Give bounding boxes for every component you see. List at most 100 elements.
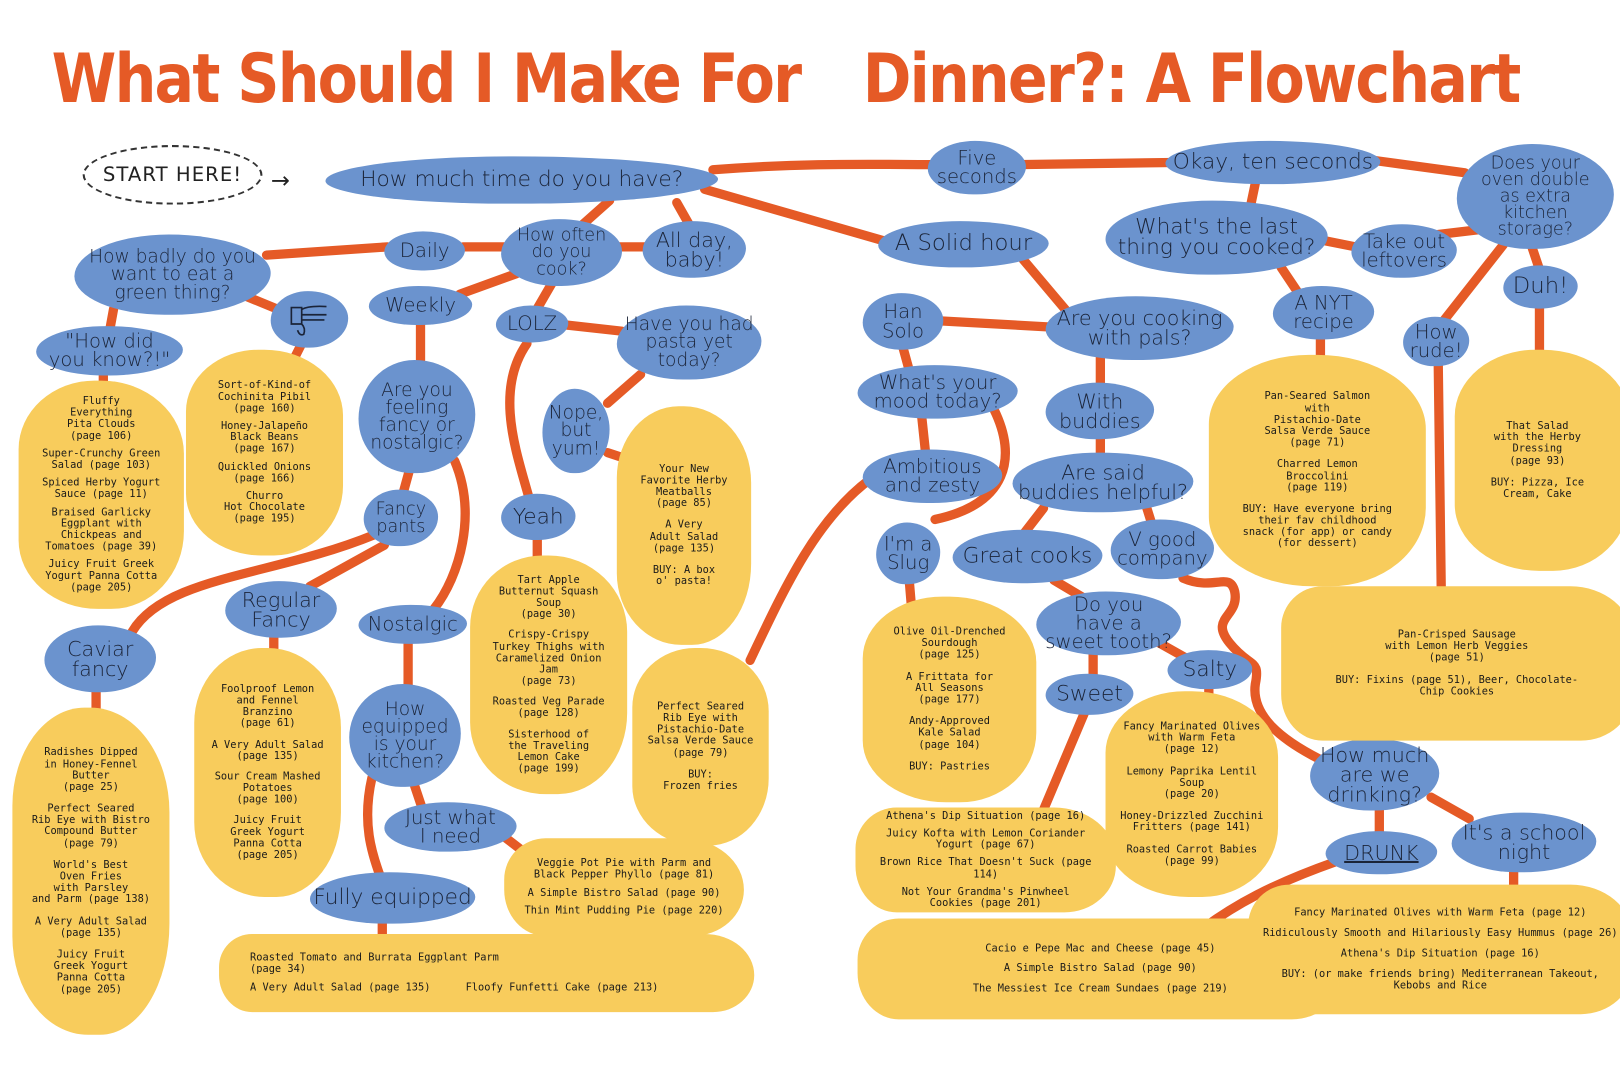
recipe: Thin Mint Pudding Pie (page 220) xyxy=(524,904,724,917)
node-duh: Duh! xyxy=(1503,265,1578,309)
result-regular-fancy: Foolproof Lemon and Fennel Branzino (pag… xyxy=(194,648,341,897)
edge-oven-rude xyxy=(1435,240,1508,330)
result-nyt-recipe: Pan-Seared Salmon with Pistachio-Date Sa… xyxy=(1208,354,1426,587)
edge-vgood-drinking xyxy=(1178,573,1333,768)
recipe: Pan-Seared Salmon with Pistachio-Date Sa… xyxy=(1264,391,1371,449)
recipe: Honey-Jalapeño Black Beans (page 167) xyxy=(220,420,309,456)
node-had-pasta: Have you had pasta yet today? xyxy=(616,305,762,380)
node-lolz: LOLZ xyxy=(495,305,569,343)
recipe: The Messiest Ice Cream Sundaes (page 219… xyxy=(972,982,1228,995)
node-caviar-fancy: Caviar fancy xyxy=(44,625,157,693)
edge-last-takeout xyxy=(1319,236,1361,252)
recipe: Athena's Dip Situation (page 16) xyxy=(1340,948,1540,960)
recipe: Juicy Fruit Greek Yogurt Panna Cotta (pa… xyxy=(53,949,129,996)
edge-howoften-lolz xyxy=(532,277,558,314)
recipe: Cacio e Pepe Mac and Cheese (page 45) xyxy=(985,943,1216,955)
edge-mood-ambitious xyxy=(916,410,931,460)
recipe: A Very Adult Salad (page 135) xyxy=(250,981,431,994)
edge-equipped-fully xyxy=(362,772,385,881)
node-how-much-drinking: How much are we drinking? xyxy=(1310,738,1440,811)
node-fancy-or-nostalgic: Are you feeling fancy or nostalgic? xyxy=(358,360,476,474)
start-arrow-icon: → xyxy=(270,168,290,195)
node-with-buddies: With buddies xyxy=(1045,382,1155,440)
recipe: Olive Oil-Drenched Sourdough (page 125) xyxy=(893,626,1006,661)
recipe: Fluffy Everything Pita Clouds (page 106) xyxy=(67,396,136,442)
node-nyt-recipe: A NYT recipe xyxy=(1272,285,1375,340)
recipe: Fancy Marinated Olives with Warm Feta (p… xyxy=(1123,721,1261,756)
recipe: Braised Garlicky Eggplant with Chickpeas… xyxy=(45,506,158,553)
result-school-night: Fancy Marinated Olives with Warm Feta (p… xyxy=(1248,884,1620,1015)
node-oven-storage: Does your oven double as extra kitchen s… xyxy=(1456,144,1614,249)
node-im-a-slug: I'm a Slug xyxy=(876,522,941,585)
edge-five-okay xyxy=(1013,157,1178,170)
node-regular-fancy: Regular Fancy xyxy=(225,581,337,638)
recipe: Perfect Seared Rib Eye with Pistachio-Da… xyxy=(647,701,754,759)
edge-ambitious-result xyxy=(745,474,875,665)
node-time: How much time do you have? xyxy=(325,156,719,204)
title-right: Dinner?: A Flowchart xyxy=(862,39,1522,119)
recipe: Crispy-Crispy Turkey Thighs with Caramel… xyxy=(492,629,605,688)
node-buddies-helpful: Are said buddies helpful? xyxy=(1012,452,1194,513)
node-okay-ten-seconds: Okay, ten seconds xyxy=(1165,140,1381,185)
result-just-what-i-need: Veggie Pot Pie with Parm and Black Peppe… xyxy=(504,838,744,937)
node-sweet-tooth: Do you have a sweet tooth? xyxy=(1036,591,1181,656)
recipe: Tart Apple Butternut Squash Soup (page 3… xyxy=(498,574,599,621)
recipe: Juicy Kofta with Lemon Coriander Yogurt … xyxy=(886,828,1086,851)
recipe: BUY: Pizza, Ice Cream, Cake xyxy=(1490,476,1585,500)
node-all-day-baby: All day, baby! xyxy=(642,221,746,278)
node-how-often-cook: How often do you cook? xyxy=(501,219,622,286)
result-duh: That Salad with the Herby Dressing (page… xyxy=(1454,349,1620,571)
edge-lolz-pasta xyxy=(561,320,627,336)
node-how-rude: How rude! xyxy=(1403,316,1470,367)
recipe: Super-Crunchy Green Salad (page 103) xyxy=(42,448,161,472)
recipe: Brown Rice That Doesn't Suck (page 114) xyxy=(879,857,1092,881)
node-take-out-leftovers: Take out leftovers xyxy=(1351,224,1457,278)
recipe: Honey-Drizzled Zucchini Fritters (page 1… xyxy=(1120,810,1264,834)
recipe: Ridiculously Smooth and Hilariously Easy… xyxy=(1262,927,1618,939)
edge-last-nyt xyxy=(1276,262,1303,297)
edge-daily-howbadly xyxy=(261,242,393,260)
recipe: Sort-of-Kind-of Cochinita Pibil (page 16… xyxy=(217,380,312,415)
recipe: A Very Adult Salad (page 135) xyxy=(211,739,324,762)
recipe: BUY: Pastries xyxy=(909,760,990,773)
edge-okay-oven xyxy=(1369,155,1470,178)
recipe: Your New Favorite Herby Meatballs (page … xyxy=(640,463,728,510)
edge-rude-result xyxy=(1433,357,1446,600)
recipe: A Frittata for All Seasons (page 177) xyxy=(905,671,994,706)
recipe: Quickled Onions (page 166) xyxy=(217,461,312,485)
recipe: Juicy Fruit Greek Yogurt Panna Cotta (pa… xyxy=(45,558,158,594)
node-five-seconds: Five seconds xyxy=(927,140,1026,195)
recipe: BUY: Have everyone bring their fav child… xyxy=(1242,503,1392,550)
result-im-a-slug: Olive Oil-Drenched Sourdough (page 125) A… xyxy=(862,596,1037,803)
node-drunk: DRUNK xyxy=(1325,831,1438,875)
recipe: That Salad with the Herby Dressing (page… xyxy=(1493,420,1581,467)
result-nope-but-yum: Your New Favorite Herby Meatballs (page … xyxy=(616,406,752,645)
result-how-rude: Pan-Crisped Sausage with Lemon Herb Vegg… xyxy=(1281,586,1620,741)
edge-time-five xyxy=(708,159,940,175)
edge-fancypants-caviar xyxy=(127,530,379,637)
edge-han-pals xyxy=(935,316,1057,332)
result-fully-equipped: Roasted Tomato and Burrata Eggplant Parm… xyxy=(219,933,755,1013)
node-how-did-you-know: "How did you know?!" xyxy=(36,326,183,376)
node-cooking-with-pals: Are you cooking with pals? xyxy=(1045,296,1234,361)
node-how-equipped: How equipped is your kitchen? xyxy=(349,684,461,787)
recipe: Not Your Grandma's Pinwheel Cookies (pag… xyxy=(901,886,1070,910)
node-salty: Salty xyxy=(1167,650,1253,690)
recipe: Foolproof Lemon and Fennel Branzino (pag… xyxy=(220,683,315,730)
recipe: Floofy Funfetti Cake (page 213) xyxy=(465,981,659,994)
node-solid-hour: A Solid hour xyxy=(878,221,1049,268)
title-left: What Should I Make For xyxy=(51,39,802,119)
recipe: Roasted Veg Parade (page 128) xyxy=(492,696,605,720)
edge-lolz-yeah xyxy=(505,338,534,503)
thumbs-down-icon xyxy=(290,304,327,336)
node-great-cooks: Great cooks xyxy=(952,529,1103,584)
recipe: Churro Hot Chocolate (page 195) xyxy=(224,490,305,525)
start-here-label: START HERE! xyxy=(82,145,263,205)
node-ambitious-zesty: Ambitious and zesty xyxy=(862,449,1003,503)
result-caviar-fancy: Radishes Dipped in Honey-Fennel Butter (… xyxy=(12,707,170,1035)
node-nostalgic: Nostalgic xyxy=(358,604,468,644)
recipe: BUY: (or make friends bring) Mediterrane… xyxy=(1281,969,1599,992)
edge-howoften-weekly xyxy=(455,268,522,299)
node-yeah: Yeah xyxy=(501,493,576,541)
